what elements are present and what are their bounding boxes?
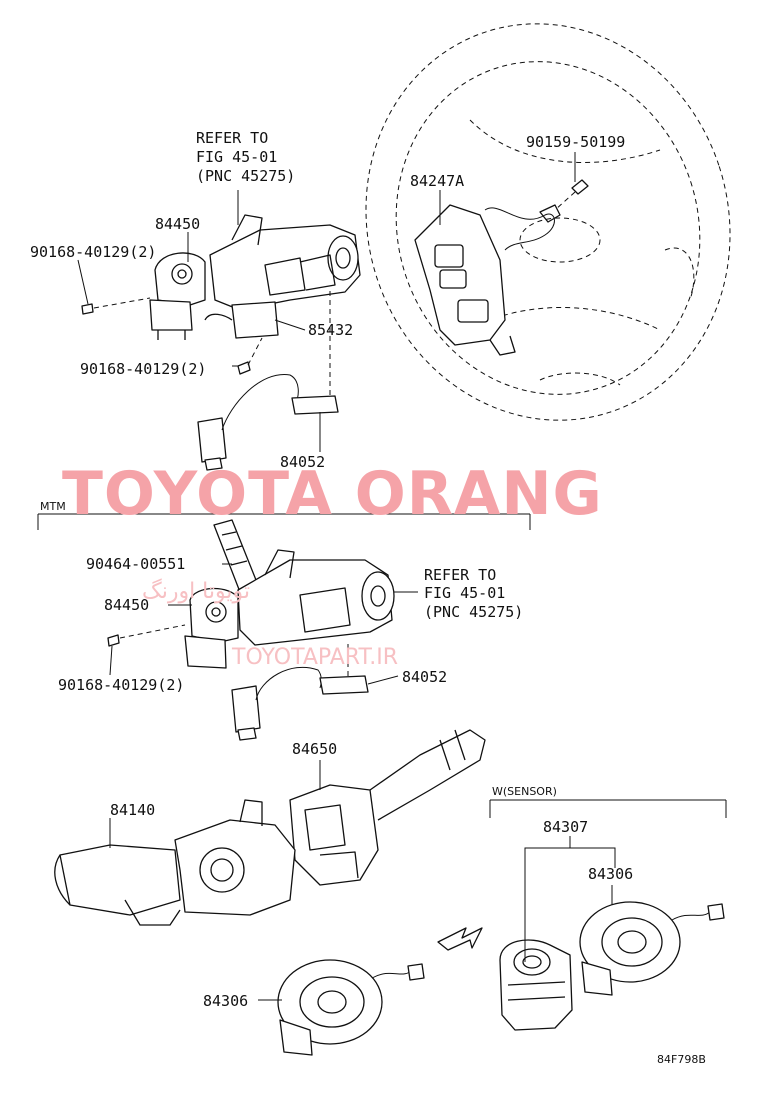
steering-sensor-84307 <box>499 939 573 1031</box>
ignition-switch-84450-mid <box>184 587 239 669</box>
watermark-brand: TOYOTA ORANG <box>62 459 603 529</box>
label-85432: 85432 <box>308 321 353 339</box>
label-90168-mid: 90168-40129(2) <box>58 676 184 694</box>
spiral-cable-84306-right <box>579 901 725 996</box>
section-mtm: MTM <box>40 500 66 513</box>
refer-mid-line3: (PNC 45275) <box>424 603 523 621</box>
refer-top-line3: (PNC 45275) <box>196 167 295 185</box>
watermark-arabic: تویوتا اورنگ <box>142 578 250 604</box>
steering-pad-switch-84247A <box>414 204 561 356</box>
bolt-90168-mid <box>107 624 186 647</box>
steering-lock-assembly-mid <box>237 549 395 646</box>
label-84307: 84307 <box>543 818 588 836</box>
steering-lock-assembly-top <box>209 214 361 311</box>
ignition-switch-84450-top <box>149 252 206 340</box>
unlock-warning-switch-84052-top <box>197 290 339 471</box>
label-90159-50199: 90159-50199 <box>526 133 625 151</box>
label-84052-top: 84052 <box>280 453 325 471</box>
bolt-90168-top1 <box>81 297 151 315</box>
label-84450-mid: 84450 <box>104 596 149 614</box>
label-84247A: 84247A <box>410 172 464 190</box>
label-84052-mid: 84052 <box>402 668 447 686</box>
refer-top-line2: FIG 45-01 <box>196 148 277 166</box>
figure-code: 84F798B <box>657 1053 706 1066</box>
label-90168-top1: 90168-40129(2) <box>30 243 156 261</box>
spiral-cable-84306-left <box>277 959 425 1056</box>
label-84306-left: 84306 <box>203 992 248 1010</box>
bolt-90168-top2 <box>237 337 263 375</box>
w-sensor-section-bracket <box>489 799 727 818</box>
label-84450-top: 84450 <box>155 215 200 233</box>
label-84140: 84140 <box>110 801 155 819</box>
watermark-site: TOYOTAPART.IR <box>231 645 398 670</box>
label-84306-right: 84306 <box>588 865 633 883</box>
label-90168-top2: 90168-40129(2) <box>80 360 206 378</box>
mtm-section-bracket <box>37 513 531 530</box>
refer-mid-line1: REFER TO <box>424 566 496 584</box>
section-w-sensor: W(SENSOR) <box>492 785 557 798</box>
screw-90159-50199 <box>554 179 589 211</box>
wiper-switch-84650 <box>289 729 486 886</box>
key-interlock-solenoid-85432 <box>204 301 279 339</box>
refer-top-line1: REFER TO <box>196 129 268 147</box>
refer-mid-line2: FIG 45-01 <box>424 584 505 602</box>
unlock-warning-switch-84052-mid <box>231 640 369 741</box>
label-84650: 84650 <box>292 740 337 758</box>
arrow-pointer <box>437 927 483 951</box>
label-90464-00551: 90464-00551 <box>86 555 185 573</box>
headlamp-switch-84140 <box>54 799 296 926</box>
leader-lines <box>77 152 616 1001</box>
steering-wheel-outline <box>365 23 731 421</box>
